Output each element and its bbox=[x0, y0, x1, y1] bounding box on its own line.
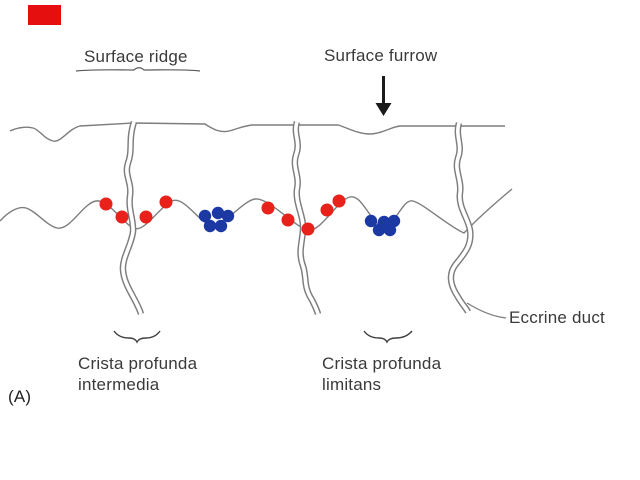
panel-label: (A) bbox=[8, 387, 32, 406]
surface-furrow-label: Surface furrow bbox=[324, 46, 438, 65]
furrow-arrow bbox=[375, 76, 392, 116]
eccrine-duct-2 bbox=[291, 120, 322, 315]
intermedia-brace bbox=[113, 330, 161, 344]
eccrine-duct-1 bbox=[119, 120, 145, 316]
eccrine-duct-label: Eccrine duct bbox=[509, 308, 605, 327]
crista-intermedia-label: Crista profunda intermedia bbox=[78, 353, 197, 395]
eccrine-duct-pointer-line bbox=[466, 302, 507, 319]
crista-intermedia-line1: Crista profunda bbox=[78, 354, 198, 373]
ridge-brace bbox=[75, 67, 201, 72]
red-dots bbox=[99, 194, 346, 236]
dermal-junction-line bbox=[0, 188, 513, 234]
crista-limitans-label: Crista profunda limitans bbox=[322, 353, 441, 395]
crista-limitans-line2: limitans bbox=[322, 375, 382, 394]
limitans-brace bbox=[363, 330, 413, 344]
epidermis-surface-line bbox=[9, 122, 505, 142]
crista-intermedia-line2: intermedia bbox=[78, 375, 160, 394]
blue-dots bbox=[198, 206, 401, 237]
red-marker-rect bbox=[28, 5, 61, 25]
crista-limitans-line1: Crista profunda bbox=[322, 354, 442, 373]
surface-ridge-label: Surface ridge bbox=[84, 47, 188, 66]
eccrine-duct-3 bbox=[447, 122, 474, 314]
